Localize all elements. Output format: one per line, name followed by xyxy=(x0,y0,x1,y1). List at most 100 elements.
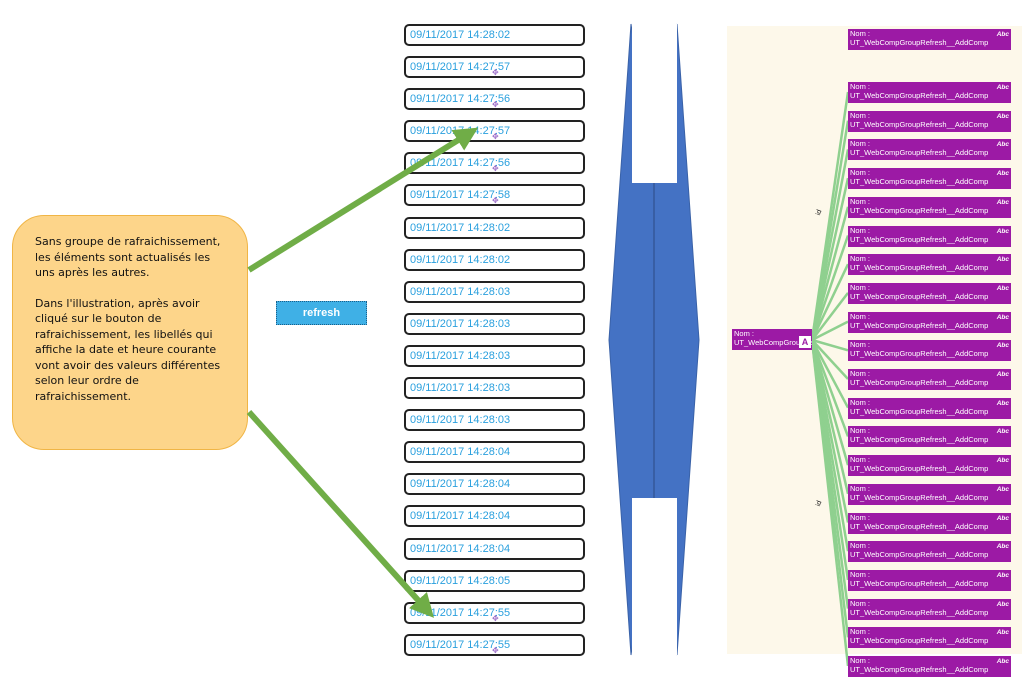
timestamp-label: 09/11/2017 14:28:03 xyxy=(404,312,585,335)
root-node-label-1: Nom : xyxy=(734,329,755,338)
leaf-node-label-1: Nom : xyxy=(850,110,871,120)
timestamp-label: 09/11/2017 14:28:04 xyxy=(404,473,585,496)
timestamp-label: 09/11/2017 14:27:57✥ xyxy=(404,56,585,79)
move-cursor-icon: ✥ xyxy=(492,164,499,174)
leaf-node: Nom :UT_WebCompGroupRefresh__AddComp Abc xyxy=(848,254,1011,276)
tree-edge xyxy=(810,339,850,666)
tree-edge xyxy=(811,320,849,342)
tree-edge xyxy=(810,263,850,341)
tree-edges xyxy=(810,91,850,666)
text-label-icon: Abc xyxy=(996,227,1009,235)
leaf-node-label-2: UT_WebCompGroupRefresh__AddComp xyxy=(850,38,989,47)
leaf-node-label-2: UT_WebCompGroupRefresh__AddComp xyxy=(850,492,989,502)
leaf-node-label-1: Nom : xyxy=(850,254,871,264)
callout-paragraph-2: Dans l'illustration, après avoir cliqué … xyxy=(35,296,221,403)
leaf-node: Nom :UT_WebCompGroupRefresh__AddComp Abc xyxy=(848,225,1011,247)
timestamp-label: 09/11/2017 14:28:02 xyxy=(404,24,585,46)
timestamp-text: 09/11/2017 14:27:56 xyxy=(410,93,511,106)
leaf-node-label-1: Nom : xyxy=(850,483,871,493)
move-cursor-icon: ✥ xyxy=(492,196,499,206)
root-badge-icon: A xyxy=(799,336,811,348)
timestamp-label: 09/11/2017 14:28:03 xyxy=(404,377,585,400)
leaf-node-label-1: Nom : xyxy=(850,512,871,522)
text-label-icon: Abc xyxy=(996,31,1009,38)
leaf-node-label-2: UT_WebCompGroupRefresh__AddComp xyxy=(850,234,989,244)
timestamp-text: 09/11/2017 14:27:58 xyxy=(410,189,511,202)
explanation-callout: Sans groupe de rafraichissement, les élé… xyxy=(12,215,248,450)
leaf-node-label-1: Nom : xyxy=(850,397,871,407)
leaf-node-label-1: Nom : xyxy=(850,627,871,637)
tree-edge xyxy=(811,339,849,380)
big-arrow-gap-bottom xyxy=(632,498,677,655)
leaf-node-label-1: Nom : xyxy=(850,196,871,206)
leaf-node-label-1: Nom : xyxy=(850,168,871,178)
leaf-node-label-2: UT_WebCompGroupRefresh__AddComp xyxy=(850,263,989,273)
move-cursor-icon: ✥ xyxy=(492,645,499,655)
text-label-icon: Abc xyxy=(996,457,1009,465)
timestamp-label: 09/11/2017 14:28:04 xyxy=(404,441,585,464)
text-label-icon: Abc xyxy=(996,371,1009,378)
leaf-node-label-2: UT_WebCompGroupRefresh__AddComp xyxy=(850,91,989,100)
timestamp-text: 09/11/2017 14:28:03 xyxy=(410,317,511,330)
timestamp-text: 09/11/2017 14:28:02 xyxy=(410,253,511,266)
leaf-node-label-2: UT_WebCompGroupRefresh__AddComp xyxy=(850,320,989,330)
leaf-node-label-2: UT_WebCompGroupRefresh__AddComp xyxy=(850,464,989,474)
leaf-node-label-2: UT_WebCompGroupRefresh__AddComp xyxy=(850,119,989,129)
leaf-node-label-2: UT_WebCompGroupRefresh__AddComp xyxy=(850,205,989,215)
leaf-node-label-2: UT_WebCompGroupRefresh__AddComp xyxy=(850,435,989,445)
timestamp-label: 09/11/2017 14:27:56✥ xyxy=(404,88,585,111)
leaf-node-label-2: UT_WebCompGroupRefresh__AddComp xyxy=(850,177,989,187)
timestamp-label: 09/11/2017 14:27:55✥ xyxy=(404,601,585,624)
leaf-node-label-1: Nom : xyxy=(850,225,871,235)
text-label-icon: Abc xyxy=(996,658,1009,665)
text-label-icon: Abc xyxy=(996,256,1009,264)
timestamp-text: 09/11/2017 14:28:03 xyxy=(410,349,511,362)
leaf-node-label-2: UT_WebCompGroupRefresh__AddComp xyxy=(850,636,989,646)
timestamp-label: 09/11/2017 14:27:58✥ xyxy=(404,184,585,207)
move-cursor-icon: ✥ xyxy=(492,132,499,142)
root-node-label-2: UT_WebCompGroupRefresh xyxy=(734,338,812,347)
leaf-node-label-1: Nom : xyxy=(850,340,871,350)
leaf-node: Nom :UT_WebCompGroupRefresh__AddComp Abc xyxy=(848,455,1011,477)
leaf-node-label-1: Nom : xyxy=(850,598,871,608)
tree-edge xyxy=(810,339,850,437)
timestamp-label: 09/11/2017 14:28:02 xyxy=(404,216,585,239)
refresh-button[interactable]: refresh xyxy=(276,301,367,325)
timestamp-label: 09/11/2017 14:27:56✥ xyxy=(404,152,585,175)
timestamp-text: 09/11/2017 14:28:04 xyxy=(410,478,511,491)
leaf-node-label-2: UT_WebCompGroupRefresh__AddComp xyxy=(850,550,989,560)
timestamp-text: 09/11/2017 14:27:57 xyxy=(410,61,511,74)
leaf-node-label-1: Nom : xyxy=(850,282,871,292)
leaf-node-label-2: UT_WebCompGroupRefresh__AddComp xyxy=(850,378,989,387)
leaf-node-label-2: UT_WebCompGroupRefresh__AddComp xyxy=(850,607,989,617)
root-node: Nom : UT_WebCompGroupRefresh xyxy=(732,329,812,350)
leaf-node: Nom :UT_WebCompGroupRefresh__AddComp Abc xyxy=(848,82,1011,103)
timestamp-label: 09/11/2017 14:28:03 xyxy=(404,344,585,367)
text-label-icon: Abc xyxy=(996,399,1009,407)
text-label-icon: Abc xyxy=(996,514,1009,522)
text-label-icon: Abc xyxy=(996,284,1009,292)
move-cursor-icon: ✥ xyxy=(492,68,499,78)
leaf-node-label-2: UT_WebCompGroupRefresh__AddComp xyxy=(850,148,989,158)
leaf-node-label-1: Nom : xyxy=(850,455,871,465)
timestamp-label: 09/11/2017 14:28:05 xyxy=(404,569,585,592)
text-label-icon: Abc xyxy=(996,170,1009,178)
timestamp-text: 09/11/2017 14:28:04 xyxy=(410,446,511,459)
text-label-icon: Abc xyxy=(996,84,1009,91)
text-label-icon: Abc xyxy=(996,342,1009,350)
leaf-node-label-1: Nom : xyxy=(850,82,871,91)
tree-edge xyxy=(811,292,849,341)
timestamp-text: 09/11/2017 14:28:03 xyxy=(410,285,511,298)
timestamp-label: 09/11/2017 14:28:04 xyxy=(404,505,585,528)
